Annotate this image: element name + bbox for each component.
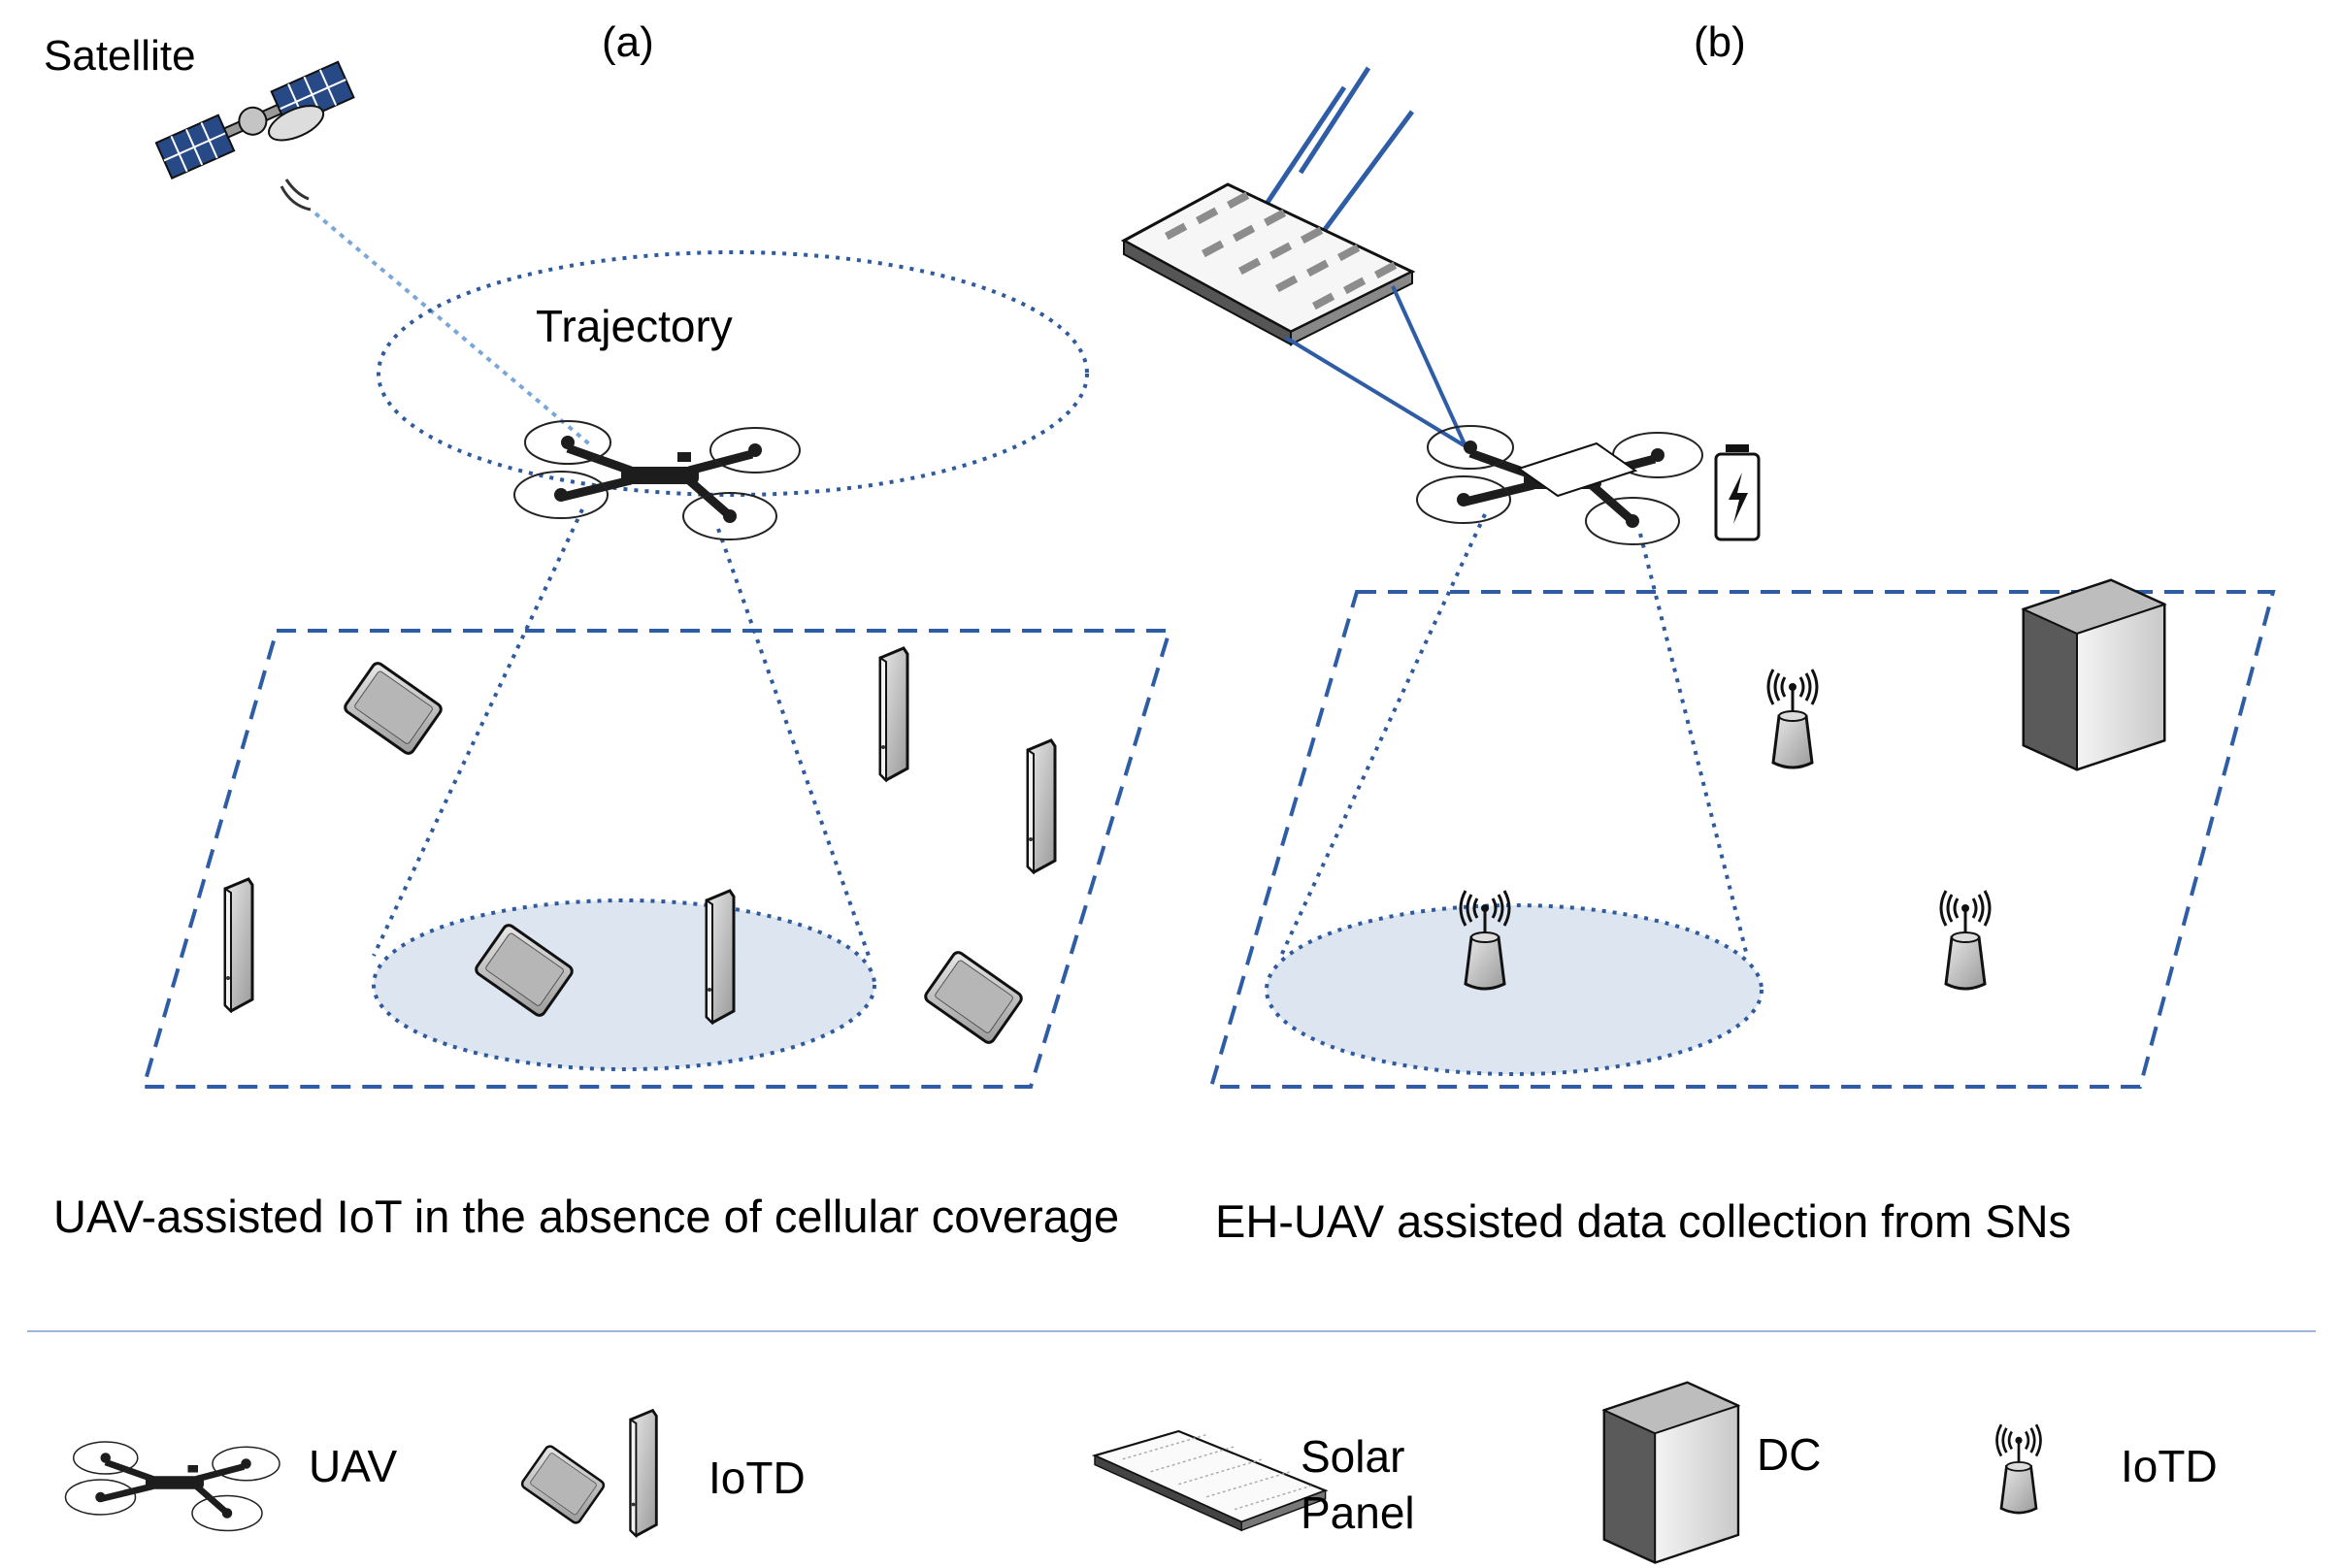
coverage-cone-line [372, 508, 584, 957]
iotd-phone-icon [705, 889, 736, 1025]
iotd-tablet-icon [341, 659, 445, 758]
satellite-label: Satellite [44, 32, 196, 80]
coverage-cone-line [1638, 533, 1749, 957]
uav-icon [514, 421, 800, 539]
coverage-cone-line [1279, 513, 1487, 957]
legend-solar-label-1: Solar [1301, 1431, 1405, 1482]
legend-data-center-icon [1602, 1381, 1740, 1564]
panel-b-label: (b) [1694, 18, 1746, 66]
iotd-phone-icon [1026, 738, 1057, 874]
solar-panel-icon [1120, 182, 1416, 346]
legend-sensor-node-icon [1995, 1422, 2042, 1515]
coverage-area-a [372, 898, 876, 1071]
iotd-phone-icon [223, 877, 254, 1013]
satellite-icon [154, 60, 355, 212]
iotd-phone-icon [878, 646, 909, 782]
coverage-area-b [1265, 903, 1763, 1076]
eh-uav-icon [1417, 426, 1702, 544]
satellite-link [313, 212, 594, 448]
legend-uav-icon [66, 1442, 280, 1531]
trajectory-label: Trajectory [536, 301, 733, 351]
legend-iotd-label-a: IoTD [709, 1453, 806, 1503]
ground-area-a [141, 629, 1172, 1089]
sensor-node-icon [1939, 889, 1992, 991]
sensor-node-icon [1766, 668, 1819, 769]
caption-a: UAV-assisted IoT in the absence of cellu… [53, 1191, 1120, 1242]
solar-link [1284, 285, 1467, 448]
coverage-cone-line [716, 528, 871, 957]
legend-iotd-label-b: IoTD [2121, 1441, 2218, 1491]
iotd-tablet-icon [921, 948, 1026, 1047]
legend-iotd-tablet-icon [518, 1443, 608, 1526]
legend-iotd-phone-icon [629, 1409, 658, 1538]
caption-b: EH-UAV assisted data collection from SNs [1215, 1195, 2072, 1247]
battery-icon [1714, 444, 1761, 541]
legend-solar-panel-icon [1091, 1429, 1329, 1532]
trajectory-path [377, 250, 1089, 497]
ground-area-b [1208, 590, 2276, 1089]
sun-rays [1264, 66, 1415, 245]
legend-uav-label: UAV [309, 1441, 398, 1491]
panel-a-label: (a) [602, 18, 654, 66]
legend-dc-label: DC [1757, 1429, 1822, 1480]
legend-solar-label-2: Panel [1301, 1487, 1415, 1538]
data-center-icon [2022, 578, 2166, 771]
